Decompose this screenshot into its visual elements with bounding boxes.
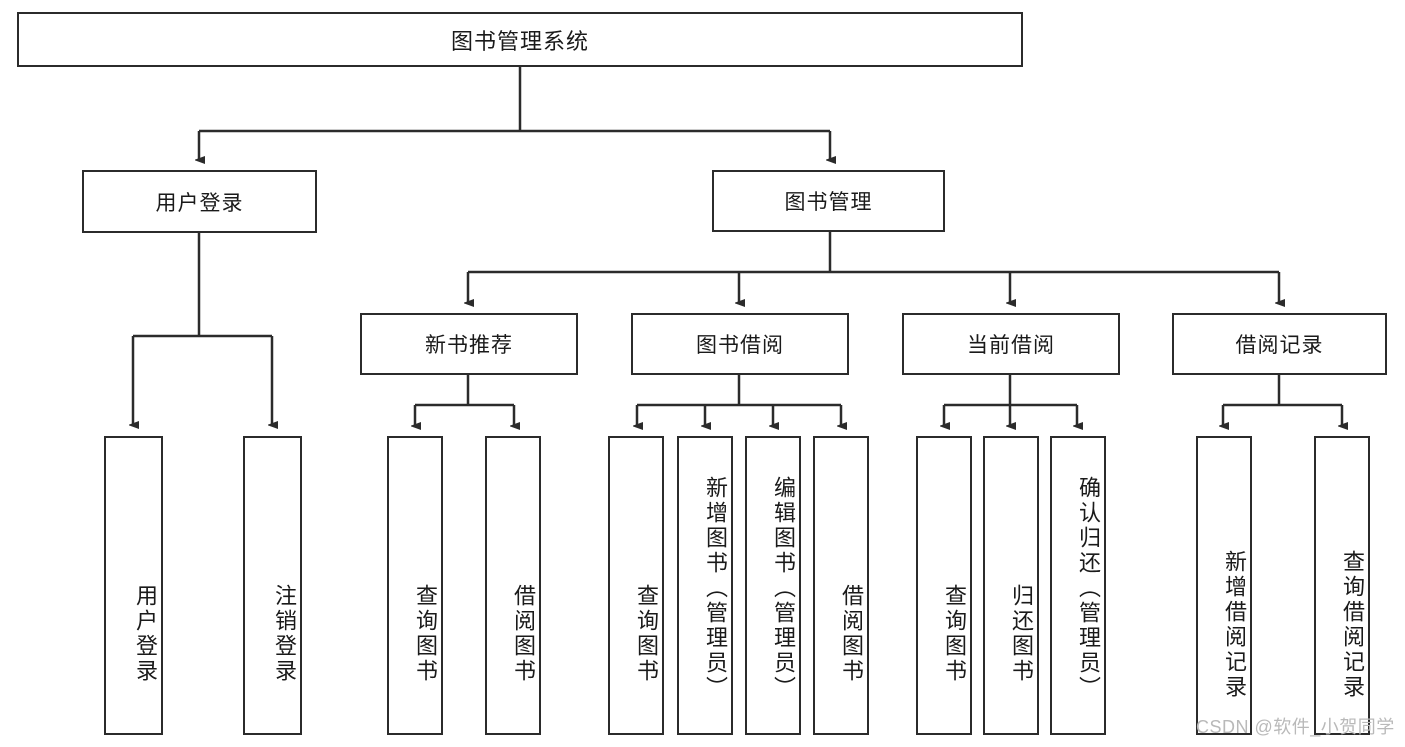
- leaf-borrow-borrow-book[interactable]: 借阅图书: [813, 436, 869, 735]
- node-borrow-record[interactable]: 借阅记录: [1172, 313, 1387, 375]
- leaf-current-return-book[interactable]: 归还图书: [983, 436, 1039, 735]
- leaf-borrow-query-book[interactable]: 查询图书: [608, 436, 664, 735]
- leaf-new-book-borrow-book[interactable]: 借阅图书: [485, 436, 541, 735]
- leaf-user-login-logout[interactable]: 注销登录: [243, 436, 302, 735]
- csdn-watermark: CSDN @软件_小贺同学: [1196, 717, 1395, 737]
- node-root-book-management-system[interactable]: 图书管理系统: [17, 12, 1023, 67]
- leaf-current-query-book[interactable]: 查询图书: [916, 436, 972, 735]
- node-current-borrow[interactable]: 当前借阅: [902, 313, 1120, 375]
- node-user-login[interactable]: 用户登录: [82, 170, 317, 233]
- leaf-new-book-query-book[interactable]: 查询图书: [387, 436, 443, 735]
- node-book-management[interactable]: 图书管理: [712, 170, 945, 232]
- leaf-current-confirm-return-admin[interactable]: 确认归还（管理员）: [1050, 436, 1106, 735]
- leaf-borrow-edit-book-admin[interactable]: 编辑图书（管理员）: [745, 436, 801, 735]
- node-new-book-recommend[interactable]: 新书推荐: [360, 313, 578, 375]
- leaf-record-query-borrow-record[interactable]: 查询借阅记录: [1314, 436, 1370, 735]
- leaf-user-login-login[interactable]: 用户登录: [104, 436, 163, 735]
- node-book-borrow[interactable]: 图书借阅: [631, 313, 849, 375]
- leaf-borrow-add-book-admin[interactable]: 新增图书（管理员）: [677, 436, 733, 735]
- leaf-record-add-borrow-record[interactable]: 新增借阅记录: [1196, 436, 1252, 735]
